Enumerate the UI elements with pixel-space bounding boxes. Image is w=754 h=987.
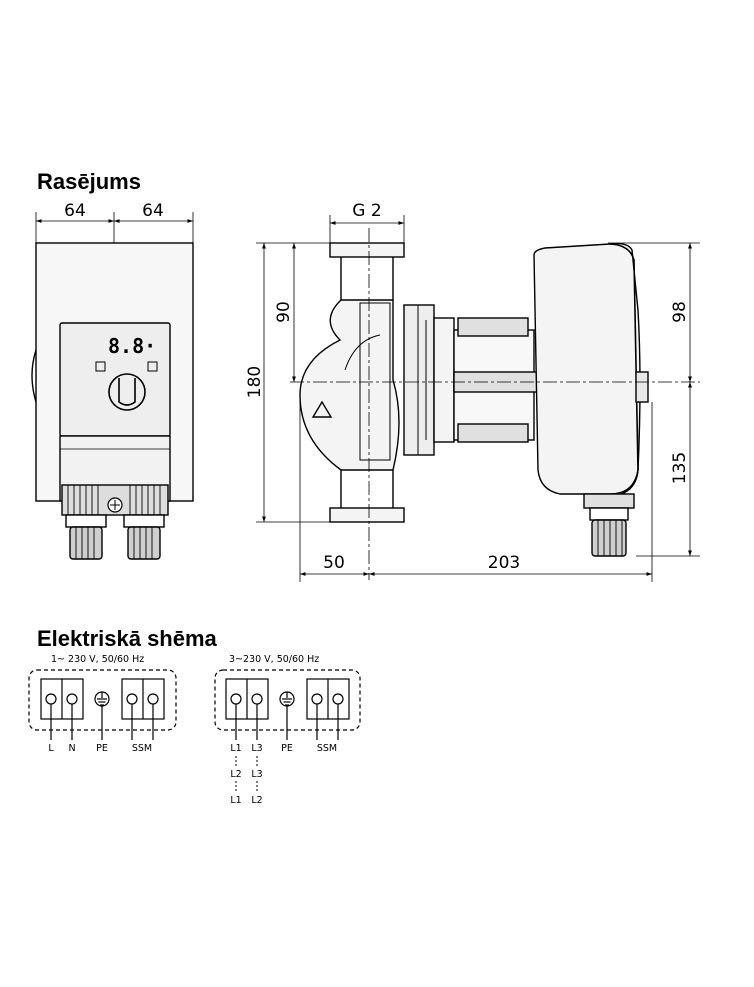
dim-overall-height: 180 — [245, 366, 265, 398]
dim-front-left-width: 64 — [64, 201, 86, 221]
wiring-single-phase — [28, 669, 177, 740]
terminal-l3: L3 — [251, 743, 262, 754]
ground-icon — [279, 691, 295, 740]
terminal-ssm-3ph: SSM — [317, 743, 337, 754]
terminal-n: N — [68, 743, 75, 754]
dim-pipe-axis-to-end: 203 — [488, 553, 520, 573]
dim-axis-to-bottom: 135 — [670, 452, 690, 484]
terminal-ssm: SSM — [132, 743, 152, 754]
side-view — [256, 215, 700, 582]
ground-icon — [94, 691, 110, 740]
alt-terminal-l3: L3 — [251, 769, 262, 780]
control-knob-icon — [108, 373, 146, 411]
wiring-three-phase — [214, 669, 361, 792]
terminal-pe: PE — [96, 743, 108, 754]
drawing-heading: Rasējums — [37, 169, 141, 194]
alt-terminal-l2b: L2 — [251, 795, 262, 806]
front-view — [31, 212, 194, 560]
terminal-l: L — [48, 743, 54, 754]
single-phase-supply: 1~ 230 V, 50/60 Hz — [51, 654, 144, 665]
display-readout: 8.8· — [108, 334, 156, 358]
wiring-heading: Elektriskā shēma — [37, 626, 217, 651]
alt-terminal-l2: L2 — [230, 769, 241, 780]
dim-connection-thread: G 2 — [352, 201, 381, 221]
dim-axis-to-top: 98 — [670, 301, 690, 323]
dim-inlet-to-axis: 90 — [274, 301, 294, 323]
dim-front-right-width: 64 — [142, 201, 164, 221]
three-phase-supply: 3~230 V, 50/60 Hz — [229, 654, 319, 665]
flow-direction-icon — [311, 400, 333, 418]
dim-inlet-to-pipe-axis: 50 — [323, 553, 345, 573]
terminal-l1: L1 — [230, 743, 241, 754]
terminal-pe-3ph: PE — [281, 743, 293, 754]
alt-terminal-l1: L1 — [230, 795, 241, 806]
